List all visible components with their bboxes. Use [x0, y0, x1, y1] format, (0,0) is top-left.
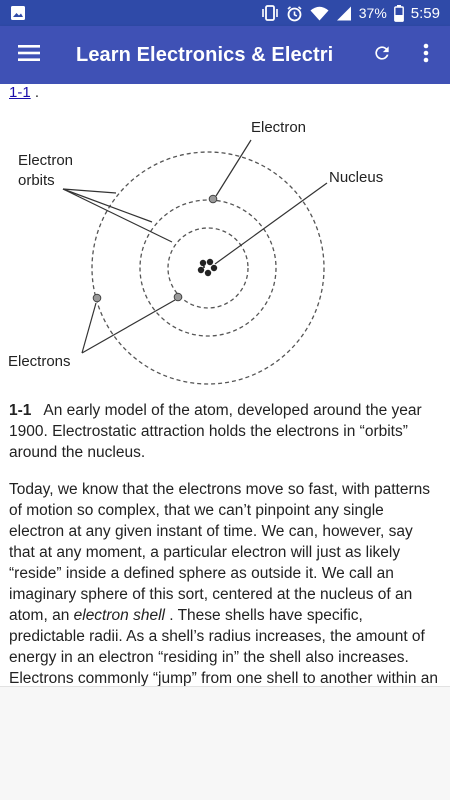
- figure-ref-suffix: .: [30, 84, 40, 101]
- more-options-button[interactable]: [406, 26, 446, 84]
- menu-icon: [18, 44, 40, 66]
- clock-time: 5:59: [410, 4, 440, 22]
- body-paragraph: Today, we know that the electrons move s…: [9, 479, 441, 686]
- electron-left: [92, 293, 102, 303]
- label-electron-orbits-1: Electron: [18, 152, 73, 169]
- nucleus: [197, 258, 218, 277]
- electron-inner: [173, 292, 183, 302]
- label-electron: Electron: [251, 119, 306, 136]
- battery-icon: [393, 4, 404, 22]
- label-nucleus: Nucleus: [329, 169, 383, 186]
- label-electron-orbits-2: orbits: [18, 172, 55, 189]
- wifi-icon: [310, 6, 329, 21]
- inner-orbit: [167, 227, 249, 309]
- outer-orbit: [91, 151, 325, 385]
- paragraph-part-1: Today, we know that the electrons move s…: [9, 481, 431, 624]
- menu-button[interactable]: [0, 26, 58, 84]
- label-electrons: Electrons: [8, 353, 71, 370]
- image-icon: [10, 5, 26, 21]
- article-content[interactable]: 1-1 . Electron Nucleus Elect: [0, 84, 450, 686]
- status-bar: 37% 5:59: [0, 0, 450, 26]
- app-bar: Learn Electronics & Electri: [0, 26, 450, 84]
- alarm-icon: [286, 5, 303, 22]
- paragraph-emphasis: electron shell: [73, 607, 165, 624]
- middle-orbit: [139, 199, 277, 337]
- more-vert-icon: [423, 43, 429, 68]
- figure-reference: 1-1 .: [9, 84, 39, 101]
- atom-diagram: Electron Nucleus Electron orbits Electro…: [8, 119, 383, 385]
- caption-number: 1-1: [9, 402, 32, 419]
- refresh-icon: [372, 43, 392, 68]
- app-title: Learn Electronics & Electri: [76, 43, 334, 66]
- bottom-blank-area: [0, 686, 450, 800]
- battery-percent: 37%: [358, 5, 387, 21]
- paragraph-part-2: . These shells have specific, predictabl…: [9, 607, 439, 686]
- electron-top: [208, 194, 218, 204]
- caption-text: An early model of the atom, developed ar…: [9, 402, 422, 461]
- vibrate-icon: [261, 5, 279, 21]
- refresh-button[interactable]: [358, 26, 406, 84]
- signal-icon: [336, 6, 352, 21]
- figure-ref-link[interactable]: 1-1: [9, 84, 31, 101]
